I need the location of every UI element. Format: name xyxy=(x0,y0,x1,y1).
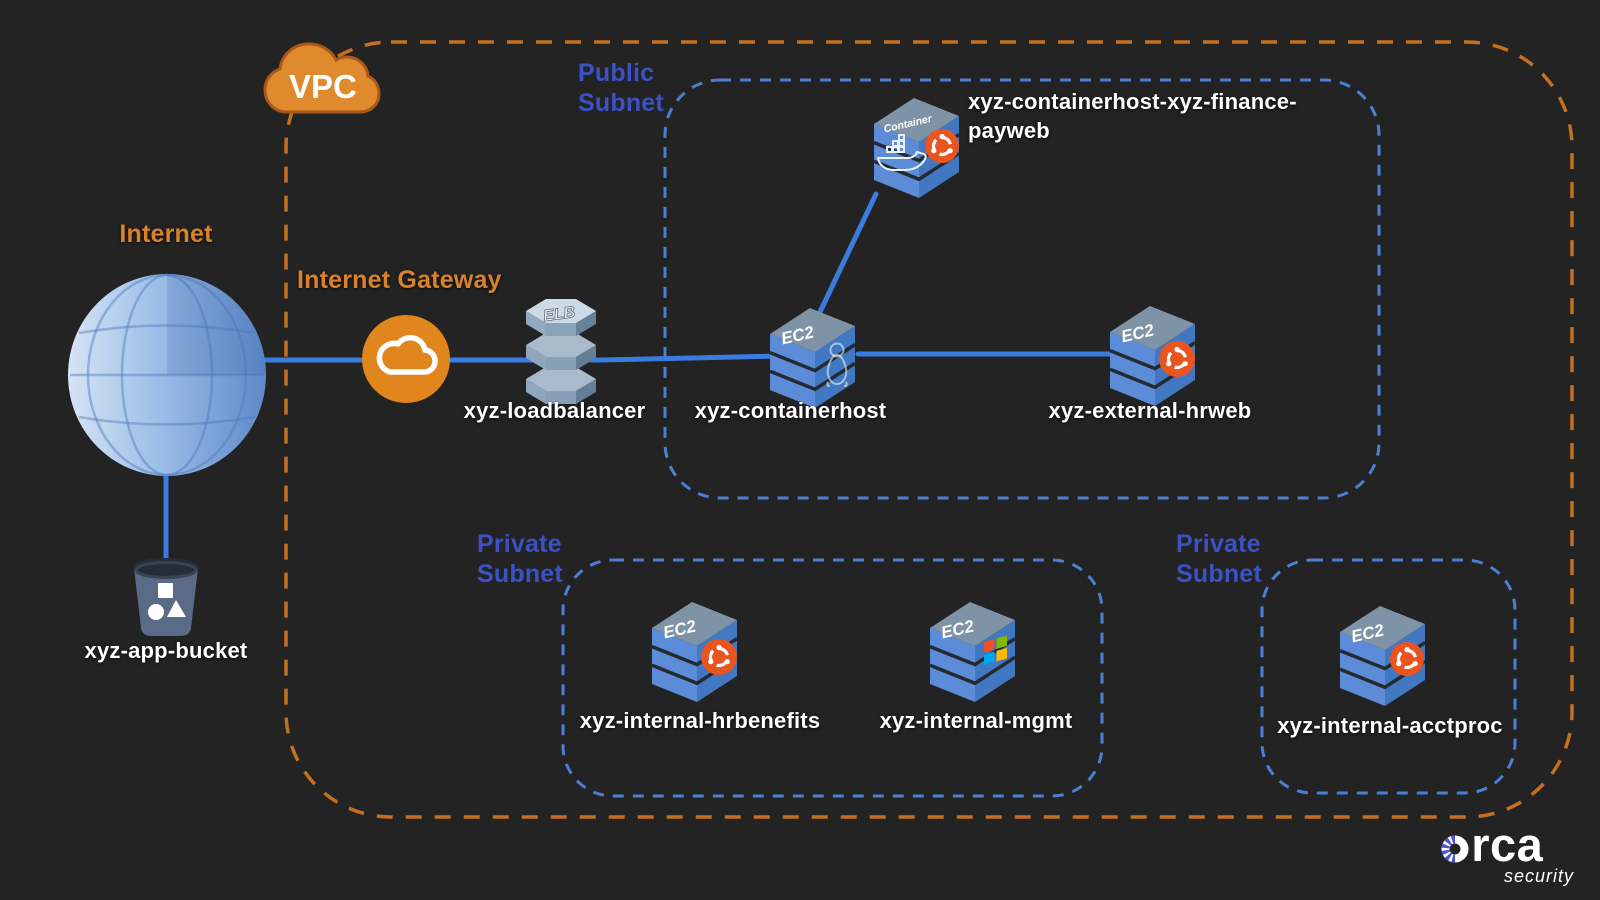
ubuntu-logo-icon xyxy=(925,129,959,163)
node-internal-acctproc-label: xyz-internal-acctproc xyxy=(1277,713,1503,738)
load-balancer-label: xyz-loadbalancer xyxy=(463,398,646,423)
internet-gateway-icon xyxy=(362,315,450,403)
vpc-label: VPC xyxy=(289,68,357,105)
windows-logo-icon xyxy=(984,635,1007,665)
orca-o-mark-icon xyxy=(1441,835,1469,863)
public-subnet-label: Public Subnet xyxy=(578,59,664,117)
load-balancer-elb-icon: ELB xyxy=(526,299,596,404)
ec2-external-hrweb-icon: EC2 xyxy=(1109,306,1196,406)
orca-security-text: security xyxy=(1503,866,1574,886)
private-subnet-left-boundary xyxy=(561,558,1104,798)
orca-security-logo: orca security xyxy=(1441,818,1574,886)
node-payweb-label: xyz-containerhost-xyz-finance- payweb xyxy=(968,89,1297,143)
private-subnet-right-boundary xyxy=(1260,558,1517,795)
ubuntu-logo-icon xyxy=(1159,341,1195,377)
vpc-cloud-icon: VPC xyxy=(263,42,381,114)
node-external-hrweb-label: xyz-external-hrweb xyxy=(1048,398,1252,423)
docker-whale-icon xyxy=(876,134,927,171)
node-internal-mgmt-label: xyz-internal-mgmt xyxy=(879,708,1073,733)
ec2-containerhost-icon: EC2 xyxy=(769,308,856,408)
connection-lines xyxy=(163,191,1118,575)
ec2-internal-acctproc-icon: EC2 xyxy=(1339,606,1426,706)
node-containerhost-label: xyz-containerhost xyxy=(694,398,887,423)
internet-gateway-label: Internet Gateway xyxy=(297,266,502,294)
ubuntu-logo-icon xyxy=(1390,642,1424,676)
elb-icon-text: ELB xyxy=(542,304,576,325)
internet-globe-icon xyxy=(68,273,266,477)
linux-tux-icon xyxy=(826,342,848,387)
s3-bucket-icon xyxy=(133,558,199,636)
container-host-payweb-icon: Container xyxy=(873,98,960,198)
private-subnet-right-label: Private Subnet xyxy=(1176,530,1262,588)
public-subnet-boundary xyxy=(663,78,1381,500)
edge-containerhost-payweb xyxy=(817,191,879,315)
node-internal-hrbenefits-label: xyz-internal-hrbenefits xyxy=(579,708,821,733)
internet-label: Internet xyxy=(119,220,213,248)
ec2-internal-hrbenefits-icon: EC2 xyxy=(651,602,738,702)
private-subnet-left-label: Private Subnet xyxy=(477,530,563,588)
s3-bucket-label: xyz-app-bucket xyxy=(84,638,248,663)
vpc-boundary xyxy=(284,40,1574,819)
orca-brand-text: orca xyxy=(1442,818,1544,871)
ec2-internal-mgmt-icon: EC2 xyxy=(929,602,1016,702)
ubuntu-logo-icon xyxy=(701,639,737,675)
